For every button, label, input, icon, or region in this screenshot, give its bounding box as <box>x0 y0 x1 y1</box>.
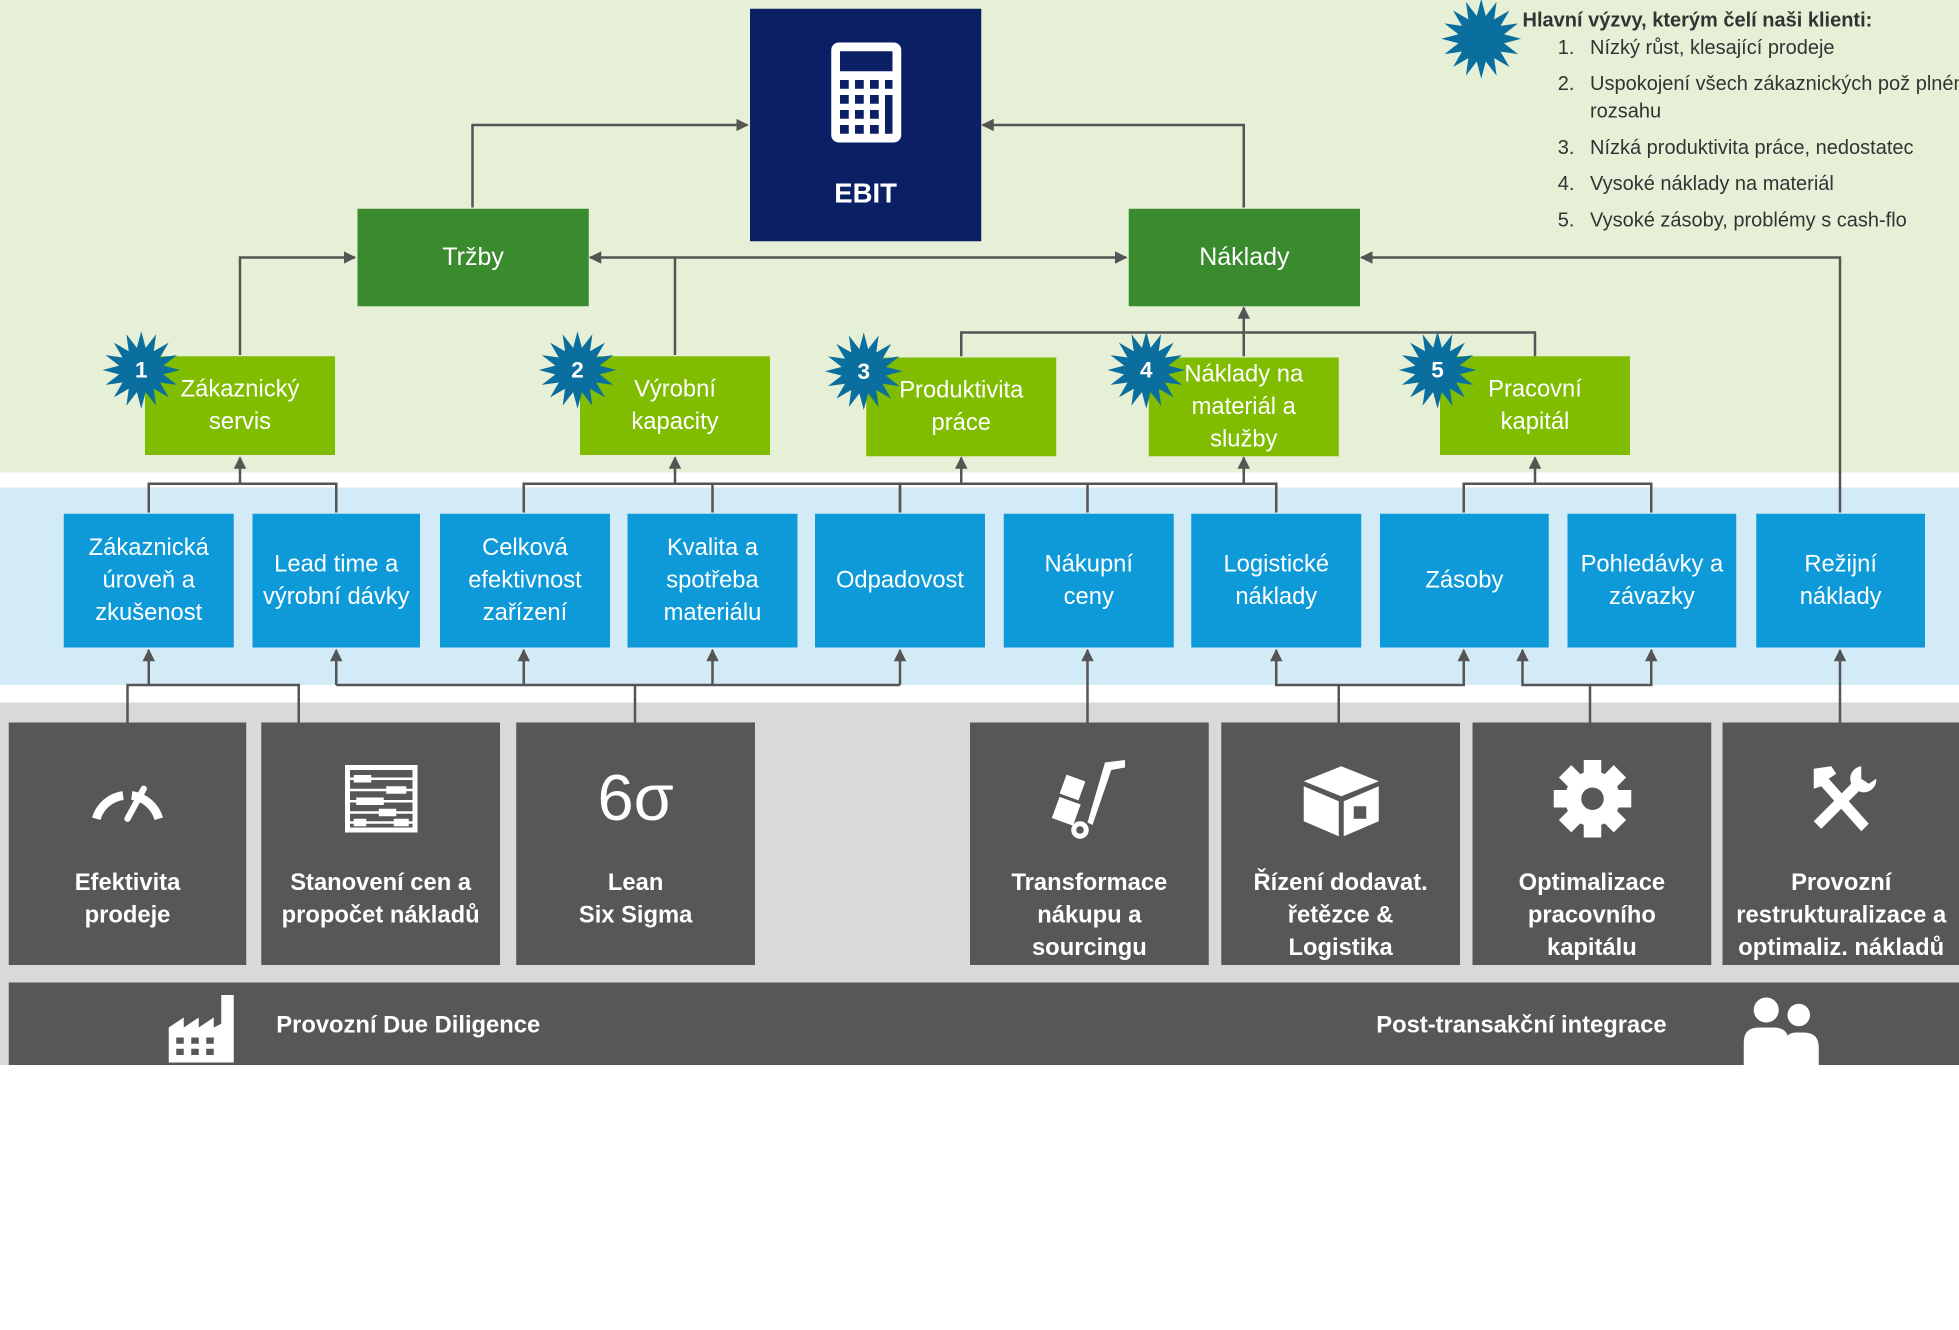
service-procurement: Transformace nákupu a sourcingu <box>970 723 1209 966</box>
challenge-item: Vysoké zásoby, problémy s cash-flo <box>1580 208 1959 236</box>
kpi-label: Lead time a výrobní dávky <box>263 548 410 613</box>
hand-truck-icon <box>1049 758 1129 841</box>
people-icon <box>1741 993 1821 1066</box>
service-label: Optimalizace pracovního kapitálu <box>1519 868 1666 966</box>
connector-svc-kpi7 <box>1276 650 1339 723</box>
challenges-title: Hlavní výzvy, kterým čelí naši klienti: <box>1523 10 1959 33</box>
driver-label: Náklady na materiál a služby <box>1184 358 1303 456</box>
kpi-inventory: Zásoby <box>1380 514 1549 648</box>
service-label: Provozní restrukturalizace a optimaliz. … <box>1736 868 1946 966</box>
star-number: 1 <box>103 329 181 412</box>
kpi-label: Celková efektivnost zařízení <box>468 532 582 630</box>
challenge-item: Uspokojení všech zákaznických pož plném … <box>1580 71 1959 126</box>
driver-label: Produktivita práce <box>899 374 1023 439</box>
integration-label: Post-transakční integrace <box>1376 1013 1666 1041</box>
kpi-customer-level: Zákaznická úroveň a zkušenost <box>64 514 234 648</box>
kpi-label: Zákaznická úroveň a zkušenost <box>89 532 209 630</box>
package-icon <box>1301 759 1381 839</box>
connector-kpi12 <box>149 484 337 513</box>
star-badge-1: 1 <box>103 329 181 412</box>
kpi-purchase-prices: Nákupní ceny <box>1004 514 1174 648</box>
gear-icon <box>1552 759 1632 839</box>
challenges-callout: Hlavní výzvy, kterým čelí naši klienti: … <box>1523 10 1959 244</box>
connector-kpi89 <box>1464 484 1652 513</box>
star-badge-4: 4 <box>1108 329 1186 412</box>
costs-label: Náklady <box>1199 243 1289 272</box>
ebit-box: EBIT <box>750 9 981 242</box>
kpi-label: Logistické náklady <box>1223 548 1329 613</box>
six-sigma-icon: 6σ <box>597 761 673 836</box>
due-diligence-label: Provozní Due Diligence <box>276 1013 540 1041</box>
connector-svc-kpi8b <box>1523 650 1591 723</box>
driver-label: Zákaznický servis <box>181 373 300 438</box>
service-label: Efektivita prodeje <box>75 868 181 933</box>
service-pricing-costing: Stanovení cen a propočet nákladů <box>261 723 500 966</box>
driver-label: Výrobní kapacity <box>631 373 718 438</box>
costs-box: Náklady <box>1129 209 1360 307</box>
abacus-icon <box>343 764 418 834</box>
kpi-label: Režijní náklady <box>1800 548 1882 613</box>
service-lean-six-sigma: 6σ Lean Six Sigma <box>516 723 755 966</box>
connector-costs-ebit <box>983 125 1244 208</box>
star-badge-5: 5 <box>1399 329 1477 412</box>
revenue-box: Tržby <box>358 209 589 307</box>
speedometer-icon <box>89 774 167 824</box>
kpi-label: Kvalita a spotřeba materiálu <box>664 532 762 630</box>
kpi-label: Zásoby <box>1425 564 1503 597</box>
service-label: Transformace nákupu a sourcingu <box>1011 868 1167 966</box>
star-number: 2 <box>539 329 617 412</box>
service-label: Lean Six Sigma <box>579 868 693 933</box>
star-number: 5 <box>1399 329 1477 412</box>
callout-star <box>1441 0 1521 81</box>
kpi-oee: Celková efektivnost zařízení <box>440 514 610 648</box>
star-number: 3 <box>825 330 903 413</box>
connector-d1-revenue <box>240 258 355 356</box>
service-restructuring: Provozní restrukturalizace a optimaliz. … <box>1723 723 1959 966</box>
connector-svc-kpi8 <box>1339 650 1464 685</box>
driver-label: Pracovní kapitál <box>1488 373 1582 438</box>
challenge-item: Vysoké náklady na materiál <box>1580 171 1959 199</box>
service-label: Stanovení cen a propočet nákladů <box>282 868 480 933</box>
star-number: 4 <box>1108 329 1186 412</box>
factory-icon <box>166 995 241 1063</box>
challenge-item: Nízký růst, klesající prodeje <box>1580 35 1959 63</box>
kpi-label: Pohledávky a závazky <box>1581 548 1724 613</box>
challenges-list: Nízký růst, klesající prodeje Uspokojení… <box>1523 35 1959 235</box>
star-badge-2: 2 <box>539 329 617 412</box>
kpi-lead-time: Lead time a výrobní dávky <box>253 514 421 648</box>
service-sales-effectiveness: Efektivita prodeje <box>9 723 247 966</box>
service-working-capital: Optimalizace pracovního kapitálu <box>1473 723 1712 966</box>
kpi-receivables: Pohledávky a závazky <box>1568 514 1737 648</box>
kpi-overheads: Režijní náklady <box>1756 514 1925 648</box>
kpi-scrap: Odpadovost <box>815 514 985 648</box>
kpi-label: Odpadovost <box>836 564 964 597</box>
tools-icon <box>1804 761 1879 836</box>
connector-svc12 <box>128 685 299 723</box>
challenge-item: Nízká produktivita práce, nedostatec <box>1580 135 1959 163</box>
kpi-quality: Kvalita a spotřeba materiálu <box>628 514 798 648</box>
star-icon <box>1441 0 1521 81</box>
connector-revenue-ebit <box>473 125 748 208</box>
calculator-icon <box>828 40 903 145</box>
connector-svc-kpi9 <box>1590 650 1651 685</box>
star-badge-3: 3 <box>825 330 903 413</box>
ebit-label: EBIT <box>834 178 897 211</box>
kpi-label: Nákupní ceny <box>1045 548 1133 613</box>
revenue-label: Tržby <box>442 243 504 272</box>
kpi-logistics: Logistické náklady <box>1191 514 1361 648</box>
service-label: Řízení dodavat. řetězce & Logistika <box>1254 868 1428 966</box>
service-supply-chain: Řízení dodavat. řetězce & Logistika <box>1221 723 1460 966</box>
bottom-bar: Provozní Due Diligence Post-transakční i… <box>9 983 1959 1066</box>
